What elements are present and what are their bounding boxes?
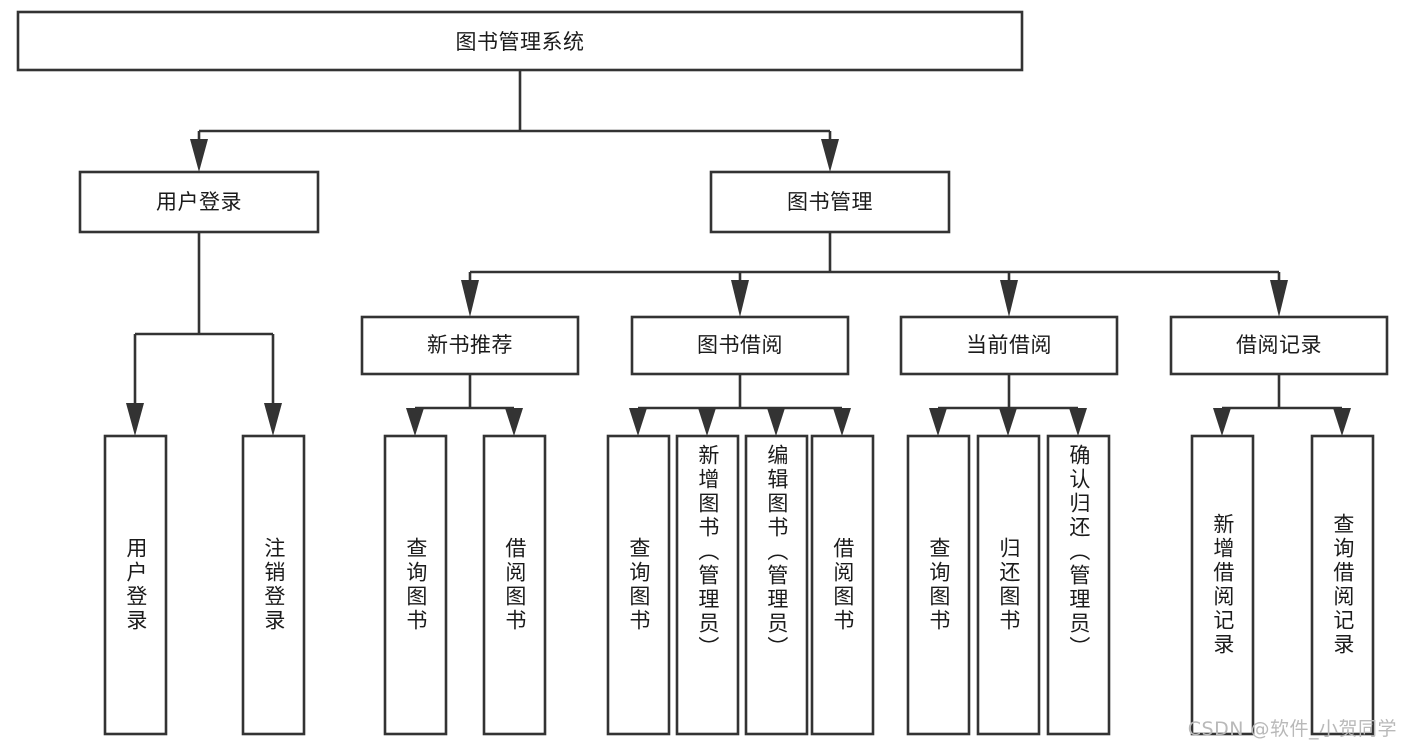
node-book-borrow-label: 图书借阅 — [697, 333, 783, 357]
arrow-book-manage — [821, 139, 839, 172]
node-leaf-query-book-2[interactable] — [606, 434, 671, 736]
arrow-leaf-add-book — [698, 408, 716, 436]
node-leaf-query-book-1[interactable] — [383, 434, 448, 736]
node-leaf-logout[interactable] — [241, 434, 306, 736]
node-current-borrow-label: 当前借阅 — [966, 333, 1052, 357]
edges-group — [126, 70, 1351, 436]
node-book-manage[interactable] — [709, 170, 951, 234]
nodes-group: 图书管理系统 用户登录 图书管理 新书推荐 图书借阅 当前借阅 借阅记录 — [16, 10, 1389, 736]
node-leaf-borrow-book-1[interactable] — [482, 434, 547, 736]
node-leaf-query-record[interactable] — [1310, 434, 1375, 736]
arrow-leaf-confirm-return — [1069, 408, 1087, 436]
arrow-leaf-query-book-2 — [629, 408, 647, 436]
node-root-label: 图书管理系统 — [456, 30, 585, 54]
node-leaf-edit-book[interactable] — [744, 434, 809, 736]
node-leaf-query-book-3[interactable] — [906, 434, 971, 736]
node-leaf-return-book[interactable] — [976, 434, 1041, 736]
node-leaf-user-login[interactable] — [103, 434, 168, 736]
node-leaf-borrow-book-2[interactable] — [810, 434, 875, 736]
node-book-borrow[interactable] — [630, 315, 850, 376]
node-borrow-record-label: 借阅记录 — [1236, 333, 1322, 357]
csdn-watermark: CSDN @软件_小贺同学 — [1187, 718, 1397, 740]
arrow-new-book-recommend — [461, 280, 479, 317]
arrow-user-login — [190, 139, 208, 172]
node-leaf-add-book[interactable] — [675, 434, 740, 736]
node-user-login[interactable] — [78, 170, 320, 234]
arrow-book-borrow — [731, 280, 749, 317]
node-new-book-recommend[interactable] — [360, 315, 580, 376]
arrow-leaf-borrow-book-1 — [505, 408, 523, 436]
arrow-leaf-query-book-1 — [406, 408, 424, 436]
arrow-leaf-query-record — [1333, 408, 1351, 436]
arrow-leaf-return-book — [999, 408, 1017, 436]
node-user-login-label: 用户登录 — [156, 190, 242, 214]
arrow-leaf-borrow-book-2 — [833, 408, 851, 436]
node-current-borrow[interactable] — [899, 315, 1119, 376]
node-new-book-recommend-label: 新书推荐 — [427, 333, 513, 357]
arrow-leaf-add-record — [1213, 408, 1231, 436]
arrow-leaf-logout — [264, 403, 282, 436]
node-leaf-add-record[interactable] — [1190, 434, 1255, 736]
arrow-current-borrow — [1000, 280, 1018, 317]
arrow-leaf-edit-book — [767, 408, 785, 436]
arrow-borrow-record — [1270, 280, 1288, 317]
arrow-leaf-user-login — [126, 403, 144, 436]
arrow-leaf-query-book-3 — [929, 408, 947, 436]
node-borrow-record[interactable] — [1169, 315, 1389, 376]
node-root[interactable] — [16, 10, 1024, 72]
node-book-manage-label: 图书管理 — [787, 190, 873, 214]
node-leaf-confirm-return[interactable] — [1046, 434, 1111, 736]
